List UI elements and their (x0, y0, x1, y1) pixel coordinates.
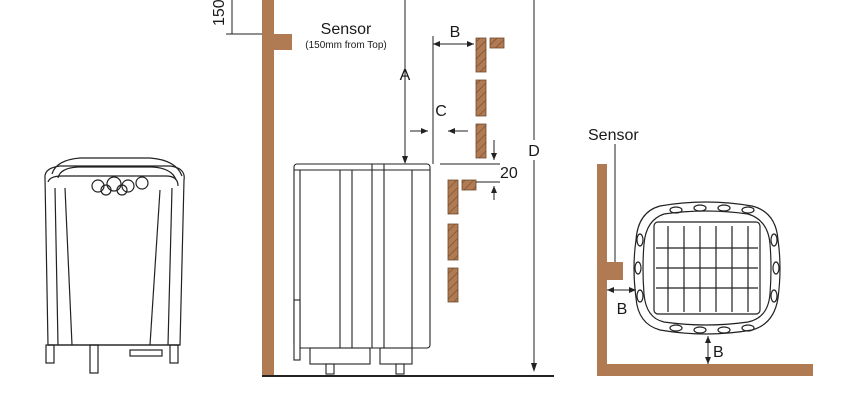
dim-b-label-plan-bottom: B (713, 344, 724, 361)
heater-top-view (633, 201, 781, 335)
plan-back-wall (597, 364, 813, 376)
guard-slat (475, 123, 487, 159)
plan-side-wall (597, 164, 607, 376)
sensor-block-side (274, 34, 292, 50)
sensor-note-side: (150mm from Top) (305, 40, 387, 51)
dim-c-label: C (435, 103, 447, 120)
side-elevation: 150 Sensor (150mm from Top) A B C (211, 0, 554, 377)
dim-a-label: A (400, 67, 411, 84)
guard-slat (489, 37, 505, 49)
dim-20-label: 20 (500, 165, 518, 182)
back-wall (262, 0, 274, 376)
heater-3d-view (44, 157, 185, 374)
guard-slat (447, 267, 459, 303)
plan-view: Sensor B (588, 127, 813, 376)
dim-150-label: 150 (211, 0, 228, 26)
guard-slat (447, 179, 459, 215)
guard-slat (461, 179, 477, 191)
guard-slat (447, 223, 459, 261)
dim-b-label-side: B (450, 24, 461, 41)
sensor-block-plan (607, 262, 623, 280)
dim-d-label: D (528, 143, 540, 160)
guard-slat (475, 79, 487, 117)
sensor-label-plan: Sensor (588, 127, 639, 144)
guard-slat (475, 37, 487, 73)
dim-b-label-plan-side: B (617, 301, 628, 318)
sensor-label-side: Sensor (321, 21, 372, 38)
heater-side-view (293, 163, 431, 375)
